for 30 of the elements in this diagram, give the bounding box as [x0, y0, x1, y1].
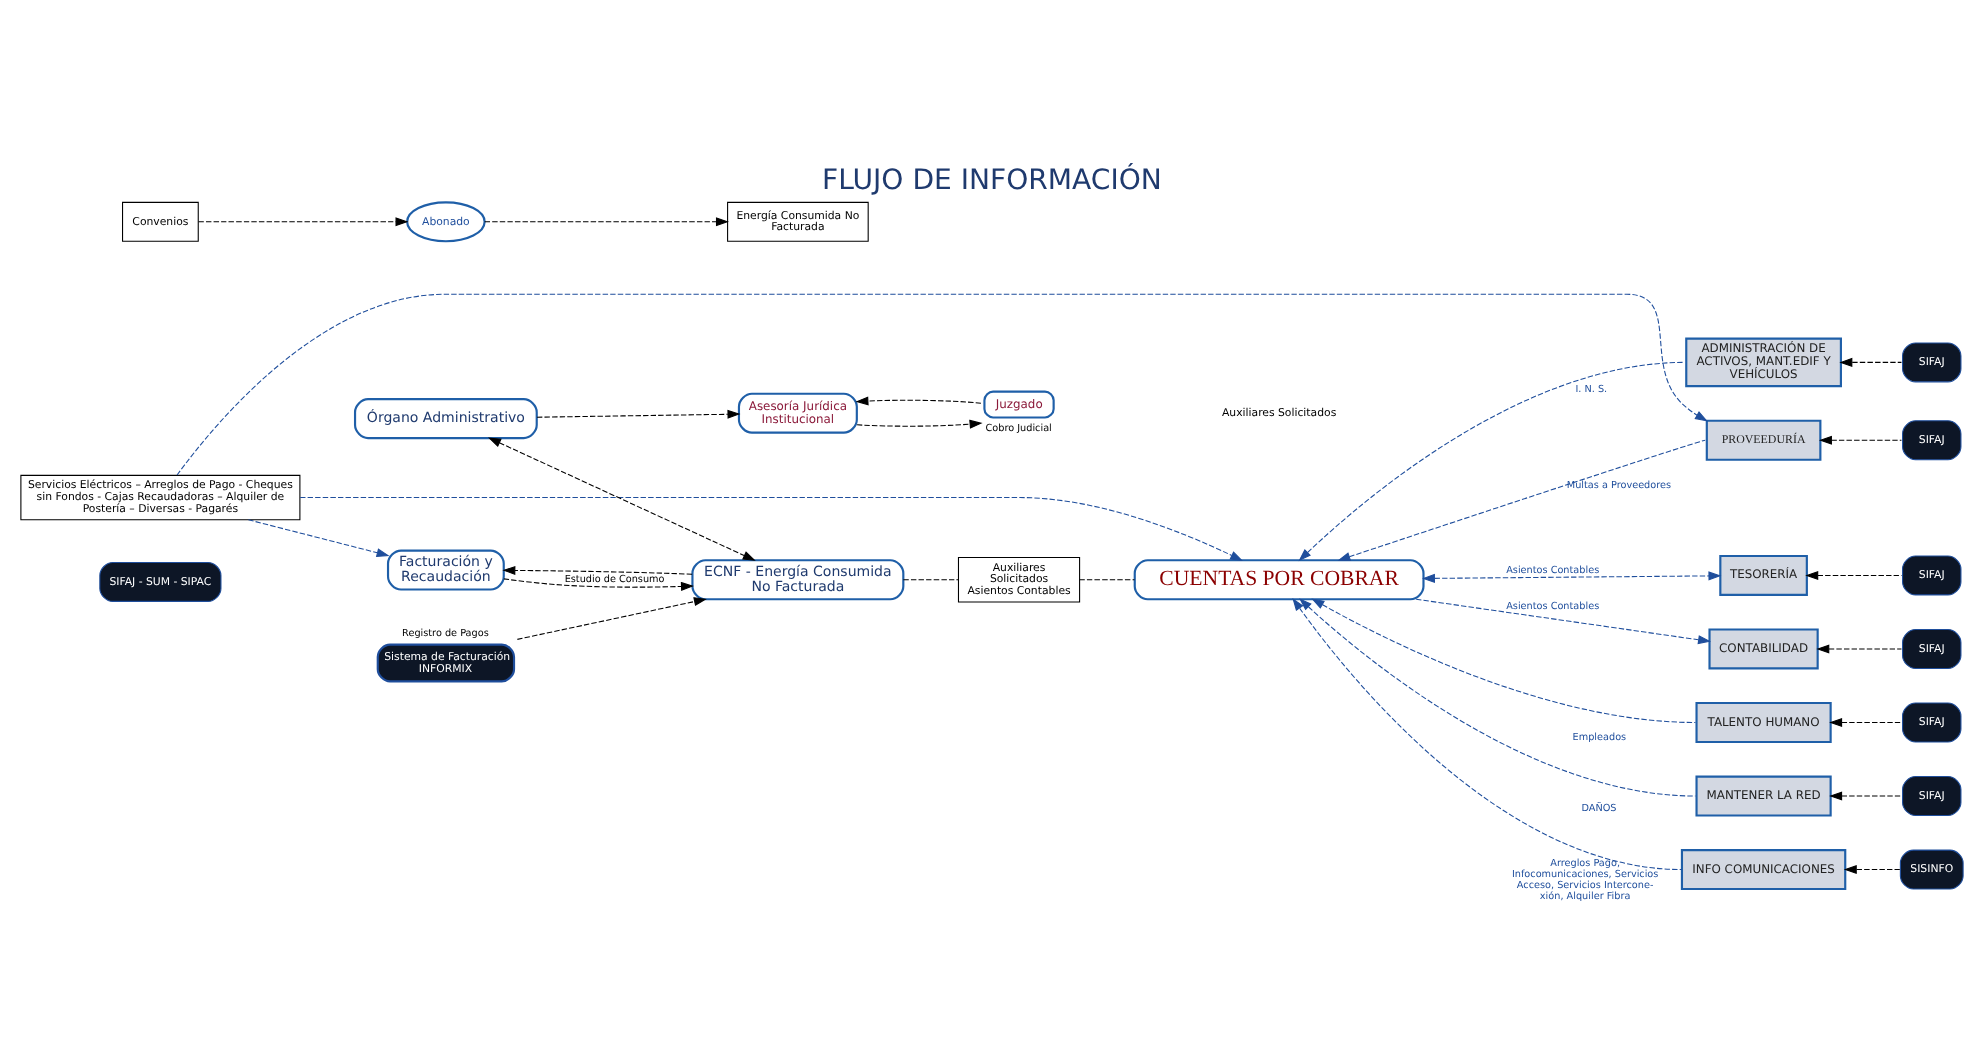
arrow	[1829, 791, 1902, 801]
arrow	[488, 437, 756, 561]
arrow	[856, 419, 983, 429]
arrow	[516, 597, 707, 640]
arrow	[1421, 571, 1722, 583]
arrow	[1311, 598, 1696, 724]
arrow	[247, 519, 390, 558]
arrow	[1298, 361, 1686, 562]
arrow	[299, 497, 1244, 561]
arrow	[536, 409, 741, 419]
diagram-title: FLUJO DE INFORMACIÓN	[822, 165, 1162, 198]
arrow	[1299, 598, 1696, 797]
arrow	[1839, 357, 1902, 367]
arrow	[1818, 435, 1902, 445]
connector	[1079, 579, 1135, 581]
arrow	[502, 565, 693, 575]
connector	[902, 579, 959, 581]
arrow	[1337, 439, 1706, 561]
node-box: CUENTAS POR COBRAR	[1133, 559, 1425, 601]
arrow	[1292, 597, 1683, 871]
arrow	[855, 396, 982, 406]
arrow	[1805, 570, 1902, 580]
arrow	[1816, 644, 1902, 654]
arrow	[198, 217, 409, 227]
arrow	[1829, 717, 1902, 728]
arrow	[503, 578, 694, 591]
arrow	[1415, 598, 1712, 645]
arrow	[1843, 865, 1901, 875]
arrow	[176, 293, 1708, 476]
arrow	[484, 217, 729, 227]
